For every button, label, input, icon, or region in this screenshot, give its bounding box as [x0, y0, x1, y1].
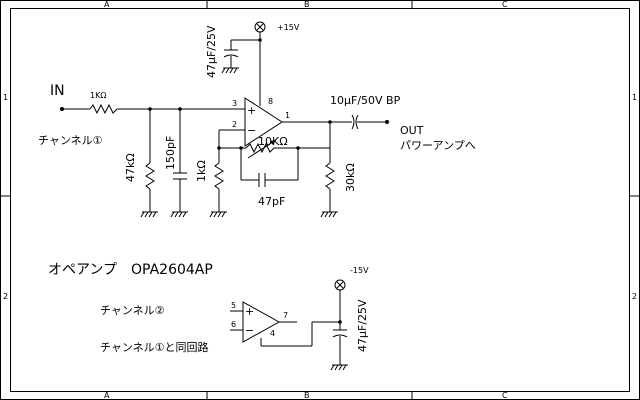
c-out-value: 10μF/50V BP: [330, 94, 401, 107]
v-pos-label: +15V: [277, 23, 300, 32]
r-47k-value: 47kΩ: [124, 153, 137, 182]
channel1-label: チャンネル①: [38, 134, 103, 147]
ground-symbol: [170, 211, 188, 218]
pin-b-plus: 5: [231, 301, 236, 310]
col-label-a-bottom: A: [104, 391, 110, 400]
col-label-c-bottom: C: [502, 391, 508, 400]
ground-symbol: [330, 364, 348, 371]
negative-supply-section: [330, 279, 348, 371]
ground-symbol: [221, 67, 239, 74]
opamp-b-plus-sign: +: [245, 305, 254, 318]
opamp-b-symbol: [230, 301, 340, 347]
row-label-2-right: 2: [632, 292, 637, 301]
col-label-a-top: A: [104, 0, 110, 9]
opamp-a-plus-sign: +: [247, 104, 256, 117]
row-label-1-right: 1: [632, 93, 637, 102]
feedback-network: [209, 129, 330, 218]
output-section: [320, 114, 389, 218]
c-bypass-top-value: 47μF/25V: [205, 25, 218, 78]
r-in-value: 1KΩ: [90, 91, 106, 100]
channel2-label: チャンネル②: [100, 304, 165, 317]
c-150p-value: 150pF: [164, 136, 177, 170]
opamp-title: オペアンプ OPA2604AP: [48, 262, 213, 278]
out-label: OUT: [400, 124, 424, 137]
opamp-a-minus-sign: −: [247, 124, 256, 137]
pin-a-out: 1: [285, 111, 290, 120]
ground-symbol: [320, 211, 338, 218]
c-47p-value: 47pF: [258, 195, 285, 208]
row-label-2-left: 2: [3, 292, 8, 301]
pin-b-minus: 6: [231, 320, 236, 329]
out-destination-label: パワーアンプへ: [400, 139, 476, 152]
pin-b-out: 7: [283, 311, 288, 320]
pin-a-plus: 3: [232, 99, 237, 108]
pin-a-vcc: 8: [268, 97, 273, 106]
opamp-b-minus-sign: −: [245, 324, 254, 337]
v-neg-label: -15V: [350, 266, 369, 275]
positive-supply-section: [221, 21, 266, 74]
col-label-c-top: C: [502, 0, 508, 9]
ground-symbol: [209, 211, 227, 218]
pin-a-minus: 2: [232, 120, 237, 129]
col-label-b-top: B: [304, 0, 310, 9]
vr-10k-value: 10KΩ: [258, 135, 288, 148]
pin-b-vee: 4: [270, 329, 275, 338]
r-30k-value: 30kΩ: [344, 163, 357, 192]
c-bypass-bottom-value: 47μF/25V: [356, 299, 369, 352]
channel1-same-label: チャンネル①と同回路: [100, 341, 209, 354]
row-label-1-left: 1: [3, 93, 8, 102]
opamp-a-symbol: [232, 32, 330, 147]
r-1k-value: 1kΩ: [195, 160, 208, 182]
input-section: [60, 103, 232, 218]
col-label-b-bottom: B: [304, 391, 310, 400]
input-label: IN: [50, 83, 65, 99]
ground-symbol: [140, 211, 158, 218]
